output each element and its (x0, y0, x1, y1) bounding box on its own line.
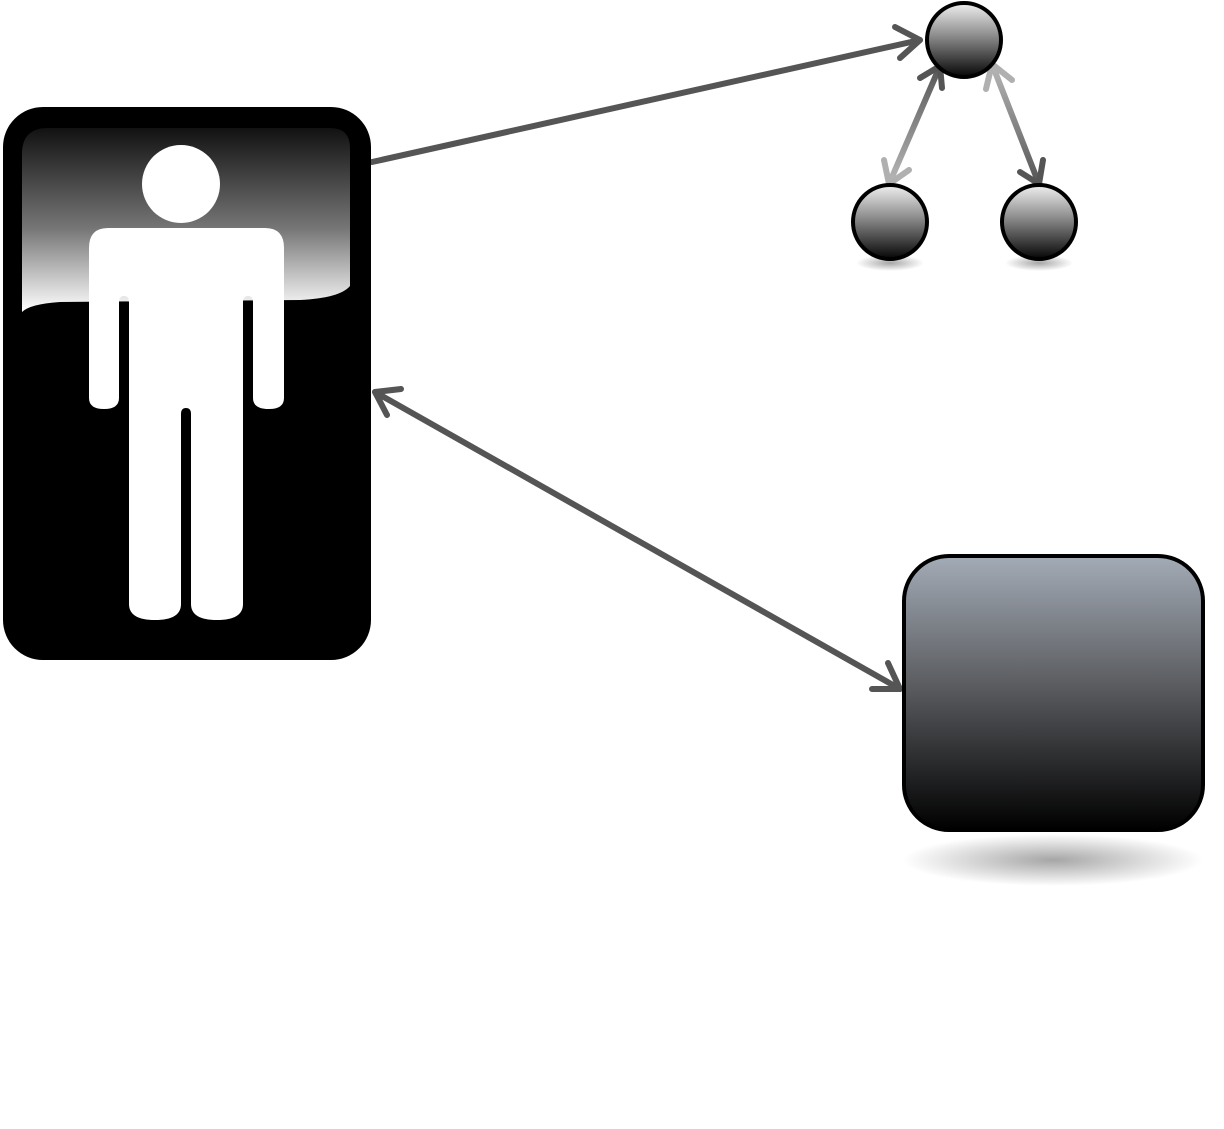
arrow-root-to-right-child (983, 61, 1046, 187)
right-child-shadow (1005, 255, 1073, 271)
system-box-node (902, 554, 1205, 886)
left-child-shadow (856, 255, 924, 271)
person-node (3, 107, 371, 660)
hierarchy-right-child-node (1000, 183, 1078, 271)
arrow-root-to-left-child (881, 63, 945, 187)
arrow-person-to-system-box (372, 386, 903, 692)
hierarchy-root-node (925, 1, 1003, 79)
system-box-shadow (903, 834, 1203, 886)
hierarchy-left-child-node (851, 183, 929, 271)
arrow-person-to-hierarchy (369, 24, 923, 165)
person-icon (89, 145, 284, 620)
